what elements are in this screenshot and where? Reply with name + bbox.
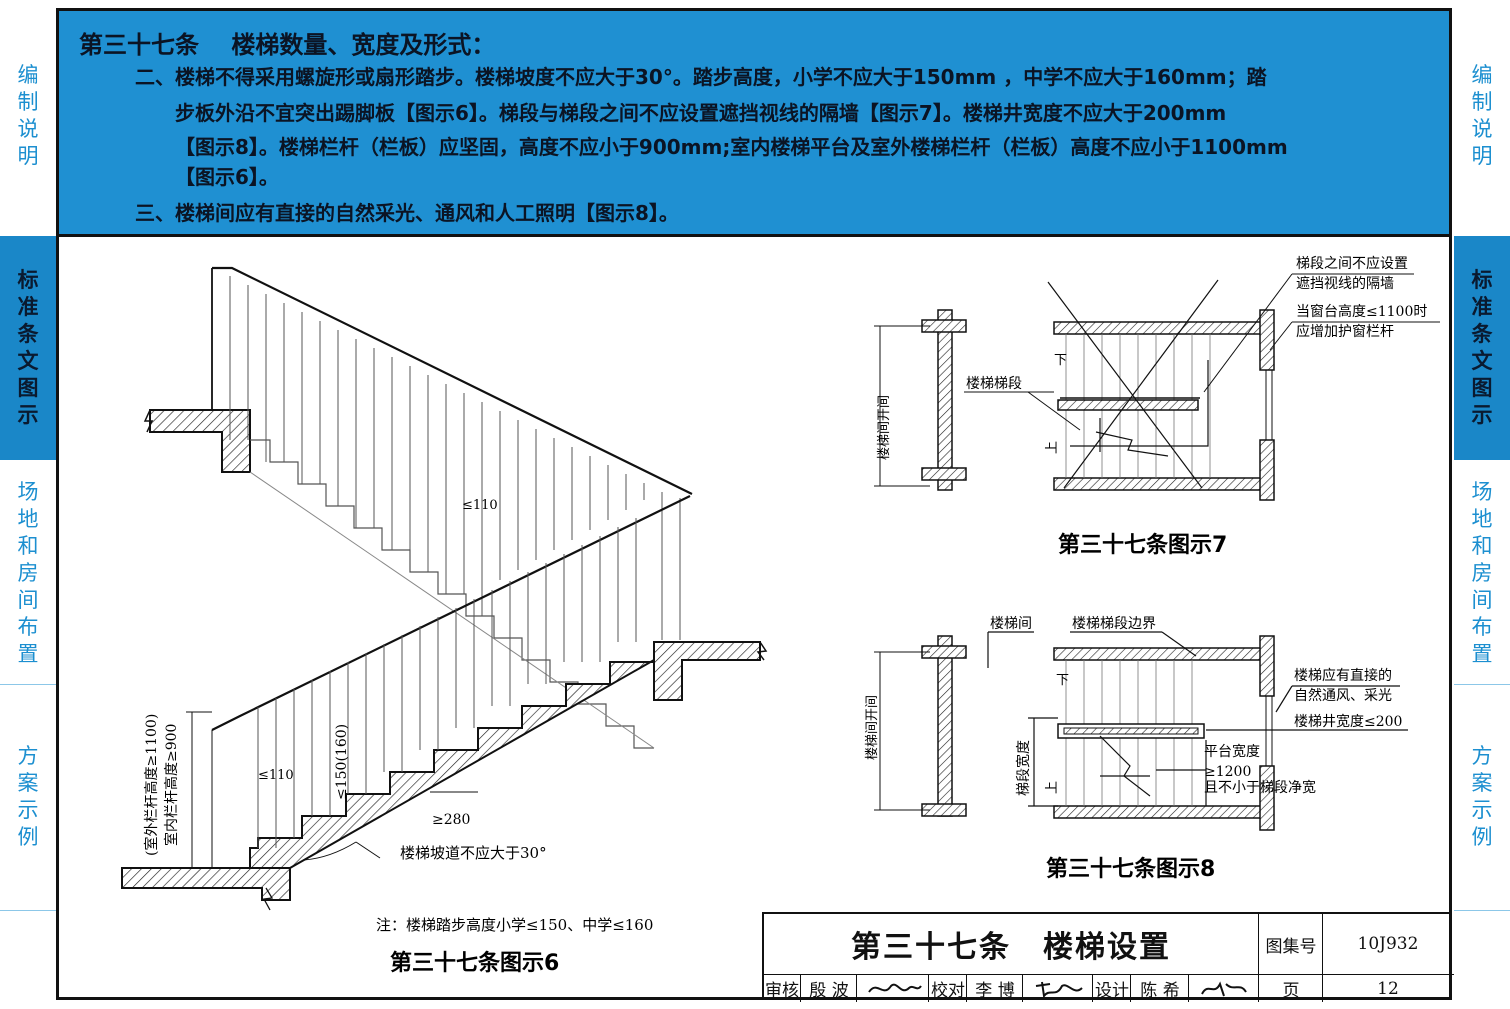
fig7-mark-down: 下 [1054,353,1067,368]
side-tab-label: 场地和房间布置 [17,479,39,666]
dim-tread: ≥280 [432,812,470,828]
side-tab-left-2[interactable]: 场地和房间布置 [0,462,56,684]
clause-item-2-line-3: 【图示8】。楼梯栏杆（栏板）应坚固，高度不应小于900mm;室内楼梯平台及室外楼… [175,135,1288,159]
fig7-opening-label: 楼梯间开间 [877,395,892,460]
fig6-note: 注：楼梯踏步高度小学≤150、中学≤160 [376,916,653,934]
fig8-vent-2: 自然通风、采光 [1294,687,1392,704]
slope-label: 楼梯坡道不应大于30° [400,844,547,862]
review-name: 殷 波 [800,975,857,1002]
lower-balusters [257,518,637,848]
side-tab-label: 编制说明 [1471,63,1493,168]
fig8-landing-1: 平台宽度 [1204,743,1260,760]
fig7-no-wall-2: 遮挡视线的隔墙 [1296,276,1394,292]
check-name: 李 博 [966,975,1023,1002]
lower-flight [249,641,761,869]
fig7-caption: 第三十七条图示7 [1058,532,1227,558]
upper-handrail [212,266,693,495]
upper-balusters [229,276,681,640]
page-number: 12 [1322,975,1453,1002]
design-name: 陈 希 [1130,975,1189,1002]
side-tab-right-0[interactable]: 编制说明 [1454,0,1510,232]
atlas-no: 10J932 [1322,914,1453,974]
fig8-mark-down: 下 [1056,673,1069,688]
rail-label-indoor: 室内栏杆高度≥900 [163,724,180,846]
check-signature [1022,975,1093,1002]
side-tab-label: 标准条文图示 [1471,268,1493,427]
clause-title: 第三十七条 楼梯数量、宽度及形式： [79,31,496,59]
clause-item-2-line-2: 步板外沿不宜突出踢脚板【图示6】。梯段与梯段之间不应设置遮挡视线的隔墙【图示7】… [175,101,1227,125]
side-tab-label: 场地和房间布置 [1471,479,1493,666]
fig6-caption: 第三十七条图示6 [390,950,559,976]
side-tab-label: 标准条文图示 [17,268,39,427]
ground-slab [121,867,291,901]
side-tab-left-3[interactable]: 方案示例 [0,686,56,908]
drawing-title: 第三十七条 楼梯设置 [851,930,1171,965]
atlas-no-label: 图集号 [1258,914,1323,974]
upper-floor-slab [149,409,251,473]
clause-item-2-line-4: 【图示6】。 [175,165,279,189]
side-tab-right-1[interactable]: 标准条文图示 [1454,236,1510,460]
upper-flight-soffit [249,471,655,749]
fig7-window-2: 应增加护窗栏杆 [1296,323,1394,340]
side-tab-label: 编制说明 [17,63,39,168]
side-nav-right: 编制说明 标准条文图示 场地和房间布置 方案示例 [1454,0,1510,1009]
clause-item-3: 三、楼梯间应有直接的自然采光、通风和人工照明【图示8】。 [135,201,679,225]
side-tab-right-2[interactable]: 场地和房间布置 [1454,462,1510,684]
clause-item-2-line-1: 二、楼梯不得采用螺旋形或扇形踏步。楼梯坡度不应大于30°。踏步高度，小学不应大于… [135,65,1267,89]
side-tab-left-1[interactable]: 标准条文图示 [0,236,56,460]
header-divider [59,234,1449,237]
fig8-flight-width: 梯段宽度 [1015,740,1032,796]
clause-header: 第三十七条 楼梯数量、宽度及形式： 二、楼梯不得采用螺旋形或扇形踏步。楼梯坡度不… [59,11,1449,234]
fig8-vent-1: 楼梯应有直接的 [1294,667,1392,684]
dim-riser: ≤150(160) [334,724,350,800]
dim-nosing-upper: ≤110 [462,498,498,513]
fig7-section-label: 楼梯梯段 [966,376,1022,392]
fig8-caption: 第三十七条图示8 [1046,856,1215,882]
side-tab-left-0[interactable]: 编制说明 [0,0,56,232]
design-label: 设计 [1092,975,1131,1002]
review-label: 审核 [765,981,799,1001]
fig8-well-label: 楼梯井宽度≤200 [1294,713,1402,730]
side-tab-label: 方案示例 [1471,744,1493,849]
page-frame [56,8,1452,1000]
dim-nosing-lower: ≤110 [258,768,294,783]
side-tab-label: 方案示例 [17,744,39,849]
design-signature [1188,975,1259,1002]
upper-flight-steps [250,439,654,749]
fig8-stairwell-label: 楼梯间 [990,616,1032,632]
fig8-landing-3: 且不小于梯段净宽 [1204,779,1316,796]
title-block: 第三十七条 楼梯设置 图集号 10J932 审核 殷 波 校对 李 博 设计 陈… [762,912,1454,1002]
review-signature [856,975,929,1002]
side-tab-right-3[interactable]: 方案示例 [1454,686,1510,908]
side-nav-left: 编制说明 标准条文图示 场地和房间布置 方案示例 [0,0,56,1009]
page-label: 页 [1258,975,1323,1002]
fig8-boundary-label: 楼梯梯段边界 [1072,616,1156,632]
fig7-window-1: 当窗台高度≤1100时 [1296,303,1427,320]
fig8-opening-label: 楼梯间开间 [865,695,880,760]
fig8-landing-2: ≥1200 [1204,764,1251,780]
fig7-no-wall-1: 梯段之间不应设置 [1296,255,1408,272]
fig7-mark-up: 上 [1045,441,1060,454]
rail-label-outdoor: (室外栏杆高度≥1100) [143,714,160,856]
lower-handrail [211,495,691,731]
check-label: 校对 [928,975,967,1002]
fig8-mark-up: 上 [1045,781,1060,794]
